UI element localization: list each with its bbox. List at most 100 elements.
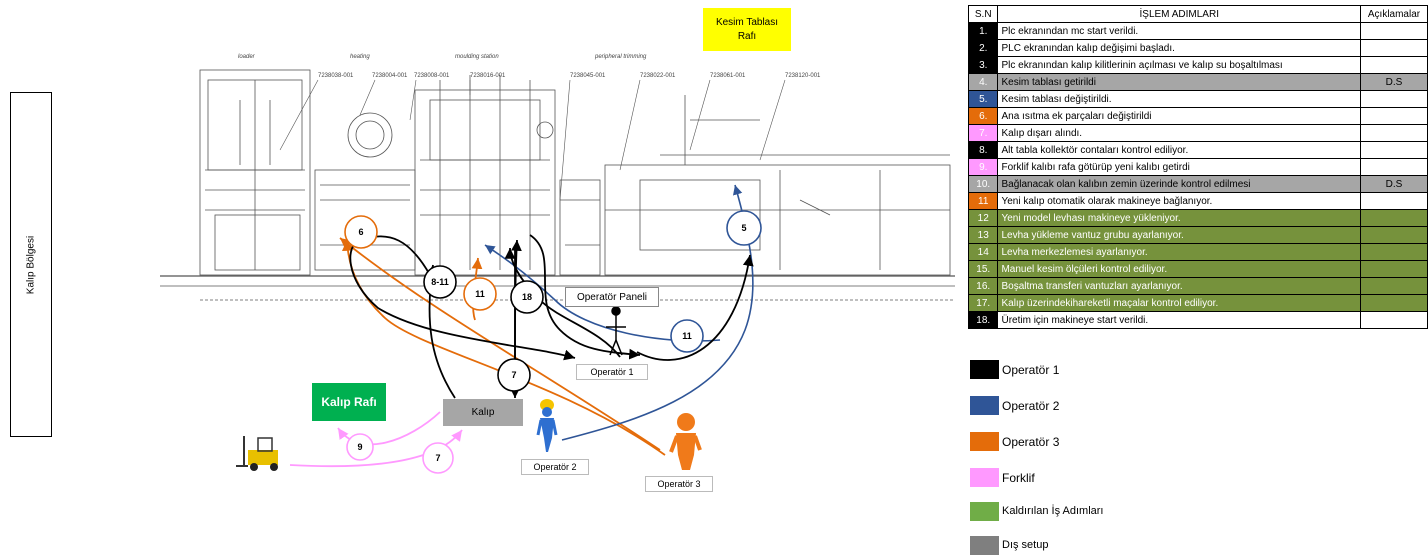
marker-6: 6 (344, 215, 378, 249)
step-note (1360, 90, 1428, 108)
step-number: 5. (967, 90, 999, 108)
svg-text:6: 6 (358, 227, 363, 237)
legend-item-forklift: Forklif (970, 468, 1270, 488)
operator1-path-f (636, 254, 754, 361)
operator3-figure (669, 413, 702, 470)
step-note (1360, 158, 1428, 176)
step-note (1360, 226, 1428, 244)
table-row: 18.Üretim için makineye start verildi. (967, 311, 1428, 329)
part-number: 7238016-001 (470, 73, 506, 79)
operator2-label: Operatör 2 (521, 459, 589, 475)
step-description: Alt tabla kollektör contaları kontrol ed… (997, 141, 1361, 159)
operator1-path-b (349, 235, 576, 361)
legend-item-operator2: Operatör 2 (970, 396, 1270, 416)
step-number: 4. (967, 73, 999, 91)
step-description: Plc ekranından kalıp kilitlerinin açılma… (997, 56, 1361, 74)
section-label-heating: heating (350, 54, 370, 60)
table-row: 8.Alt tabla kollektör contaları kontrol … (967, 141, 1428, 159)
operator1-path-g (504, 247, 621, 358)
step-number: 7. (967, 124, 999, 142)
legend-label: Operatör 3 (1002, 435, 1060, 449)
legend-item-removed-steps: Kaldırılan İş Adımları (970, 502, 1270, 522)
svg-text:9: 9 (357, 442, 362, 452)
marker-8-11: 8-11 (423, 265, 457, 299)
svg-text:8-11: 8-11 (431, 277, 449, 287)
step-description: Levha yükleme vantuz grubu ayarlanıyor. (997, 226, 1361, 244)
step-number: 6. (967, 107, 999, 125)
step-number: 2. (967, 39, 999, 57)
marker-11-blue: 11 (670, 319, 704, 353)
step-description: Kalıp dışarı alındı. (997, 124, 1361, 142)
legend-label: Operatör 1 (1002, 363, 1060, 377)
step-note (1360, 39, 1428, 57)
svg-text:7: 7 (435, 453, 440, 463)
part-number: 7238008-001 (414, 73, 450, 79)
table-row: 17.Kalıp üzerindekihareketli maçalar kon… (967, 294, 1428, 312)
marker-18: 18 (510, 280, 544, 314)
step-note (1360, 141, 1428, 159)
section-labels: loader heating moulding station peripher… (238, 54, 647, 60)
step-note (1360, 294, 1428, 312)
step-note (1360, 22, 1428, 40)
step-number: 13 (967, 226, 999, 244)
legend-swatch (970, 360, 999, 379)
step-number: 3. (967, 56, 999, 74)
legend-label: Dış setup (1002, 539, 1049, 551)
operator1-paths (349, 234, 754, 399)
part-number: 7238061-001 (710, 73, 746, 79)
part-number: 7238045-001 (570, 73, 606, 79)
operator2-figure (536, 399, 558, 452)
step-note (1360, 107, 1428, 125)
mold-zone-frame: Kalıp Bölgesi (10, 92, 52, 437)
table-row: 3.Plc ekranından kalıp kilitlerinin açıl… (967, 56, 1428, 74)
part-numbers: 7238038-001 7238004-001 7238008-001 7238… (318, 73, 821, 79)
legend-swatch (970, 468, 999, 487)
step-number: 12 (967, 209, 999, 227)
step-description: Ana ısıtma ek parçaları değiştirildi (997, 107, 1361, 125)
step-note (1360, 311, 1428, 329)
operator1-label: Operatör 1 (576, 364, 648, 380)
part-number: 7238022-001 (640, 73, 676, 79)
step-description: Boşaltma transferi vantuzları ayarlanıyo… (997, 277, 1361, 295)
svg-text:7: 7 (511, 370, 516, 380)
legend-item-operator1: Operatör 1 (970, 360, 1270, 380)
section-label-trimming: peripheral trimming (594, 54, 647, 60)
step-description: PLC ekranından kalıp değişimi başladı. (997, 39, 1361, 57)
table-row: 16.Boşaltma transferi vantuzları ayarlan… (967, 277, 1428, 295)
step-description: Plc ekranından mc start verildi. (997, 22, 1361, 40)
legend-label: Kaldırılan İş Adımları (1002, 505, 1104, 517)
step-description: Levha merkezlemesi ayarlanıyor. (997, 243, 1361, 261)
step-note: D.S (1360, 175, 1428, 193)
legend-label: Forklif (1002, 471, 1035, 485)
step-note (1360, 56, 1428, 74)
legend-label: Operatör 2 (1002, 399, 1060, 413)
step-number: 10. (967, 175, 999, 193)
table-row: 7.Kalıp dışarı alındı. (967, 124, 1428, 142)
step-number: 1. (967, 22, 999, 40)
table-row: 10.Bağlanacak olan kalıbın zemin üzerind… (967, 175, 1428, 193)
step-description: Üretim için makineye start verildi. (997, 311, 1361, 329)
step-number: 15. (967, 260, 999, 278)
step-description: Kalıp üzerindekihareketli maçalar kontro… (997, 294, 1361, 312)
legend-item-external-setup: Dış setup (970, 536, 1270, 556)
step-note (1360, 192, 1428, 210)
table-row: 1.Plc ekranından mc start verildi. (967, 22, 1428, 40)
step-number: 17. (967, 294, 999, 312)
step-number: 9. (967, 158, 999, 176)
legend-swatch (970, 396, 999, 415)
marker-9: 9 (346, 433, 374, 461)
legend-swatch (970, 502, 999, 521)
svg-text:11: 11 (475, 289, 485, 299)
marker-7-black: 7 (497, 358, 531, 392)
operator3-path-a (341, 239, 666, 456)
table-row: 5.Kesim tablası değiştirildi. (967, 90, 1428, 108)
col-header-sn: S.N (967, 5, 999, 23)
forklift-path-a (289, 429, 463, 468)
part-number: 7238004-001 (372, 73, 408, 79)
machine-diagram: loader heating moulding station peripher… (160, 54, 955, 474)
step-description: Forklif kalıbı rafa götürüp yeni kalıbı … (997, 158, 1361, 176)
step-number: 11 (967, 192, 999, 210)
